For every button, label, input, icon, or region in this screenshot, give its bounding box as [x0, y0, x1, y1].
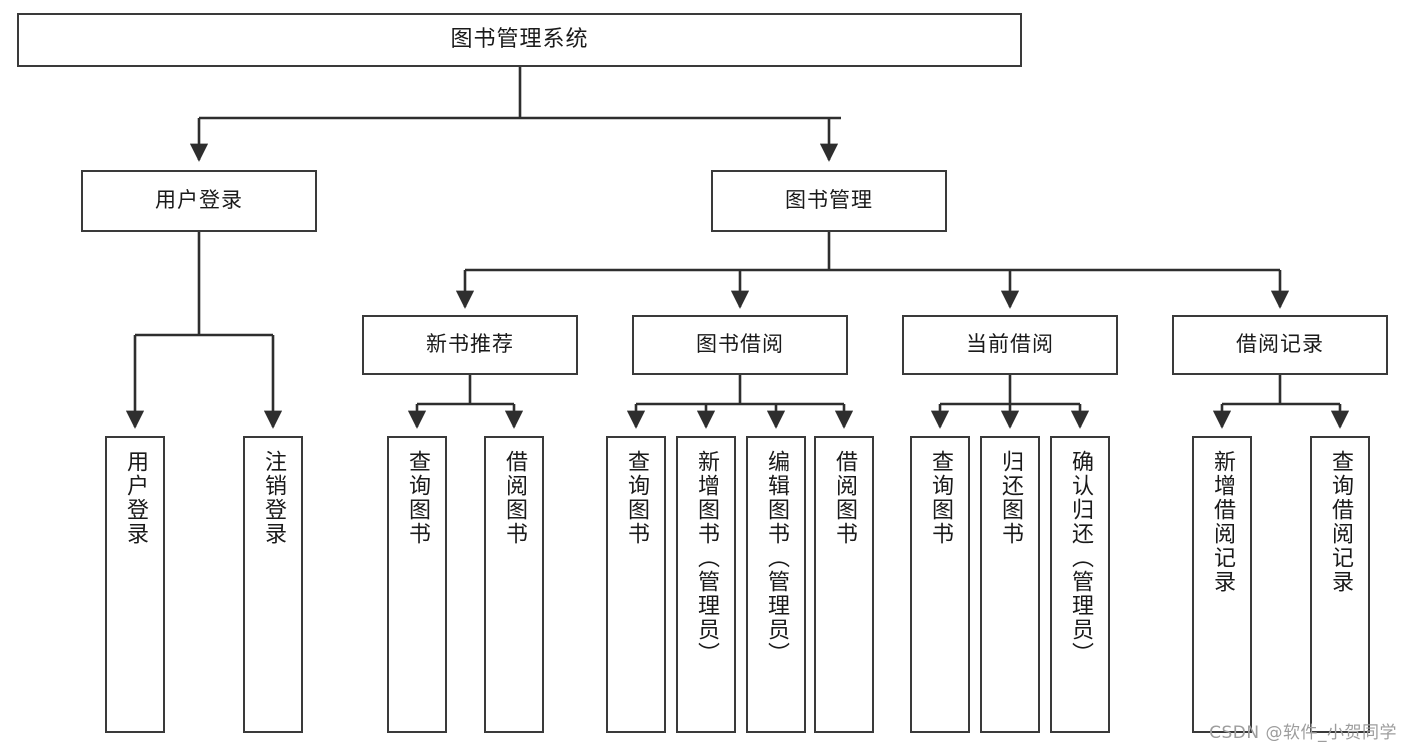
leaf-user-login-login[interactable]: 用户登录	[105, 436, 165, 733]
node-label: 图书管理系统	[450, 26, 589, 52]
leaf-label: 查询借阅记录	[1327, 450, 1353, 594]
leaf-label: 确认归还（管理员）	[1067, 450, 1093, 666]
leaf-label: 新增借阅记录	[1209, 450, 1235, 594]
leaf-book-borrow-edit[interactable]: 编辑图书（管理员）	[746, 436, 806, 733]
node-label: 借阅记录	[1236, 332, 1324, 357]
csdn-watermark: CSDN @软件_小贺同学	[1209, 723, 1397, 743]
leaf-book-borrow-add[interactable]: 新增图书（管理员）	[676, 436, 736, 733]
node-borrow-record[interactable]: 借阅记录	[1172, 315, 1388, 375]
node-label: 图书借阅	[696, 332, 784, 357]
node-book-management[interactable]: 图书管理	[711, 170, 947, 232]
leaf-new-book-borrow[interactable]: 借阅图书	[484, 436, 544, 733]
node-current-borrow[interactable]: 当前借阅	[902, 315, 1118, 375]
node-new-book-recommend[interactable]: 新书推荐	[362, 315, 578, 375]
leaf-current-borrow-confirm-return[interactable]: 确认归还（管理员）	[1050, 436, 1110, 733]
leaf-label: 查询图书	[927, 450, 953, 546]
node-label: 用户登录	[155, 188, 243, 213]
leaf-label: 新增图书（管理员）	[693, 450, 719, 666]
leaf-book-borrow-borrow[interactable]: 借阅图书	[814, 436, 874, 733]
node-label: 图书管理	[785, 188, 873, 213]
node-user-login[interactable]: 用户登录	[81, 170, 317, 232]
leaf-label: 借阅图书	[501, 450, 527, 546]
leaf-current-borrow-query[interactable]: 查询图书	[910, 436, 970, 733]
leaf-label: 编辑图书（管理员）	[763, 450, 789, 666]
leaf-borrow-record-query[interactable]: 查询借阅记录	[1310, 436, 1370, 733]
leaf-user-login-logout[interactable]: 注销登录	[243, 436, 303, 733]
leaf-label: 查询图书	[404, 450, 430, 546]
leaf-label: 归还图书	[997, 450, 1023, 546]
leaf-borrow-record-add[interactable]: 新增借阅记录	[1192, 436, 1252, 733]
leaf-new-book-query[interactable]: 查询图书	[387, 436, 447, 733]
leaf-label: 借阅图书	[831, 450, 857, 546]
leaf-label: 查询图书	[623, 450, 649, 546]
leaf-label: 注销登录	[260, 450, 286, 546]
node-root-system[interactable]: 图书管理系统	[17, 13, 1022, 67]
node-label: 当前借阅	[966, 332, 1054, 357]
node-label: 新书推荐	[426, 332, 514, 357]
leaf-book-borrow-query[interactable]: 查询图书	[606, 436, 666, 733]
leaf-label: 用户登录	[122, 450, 148, 546]
node-book-borrow[interactable]: 图书借阅	[632, 315, 848, 375]
leaf-current-borrow-return[interactable]: 归还图书	[980, 436, 1040, 733]
